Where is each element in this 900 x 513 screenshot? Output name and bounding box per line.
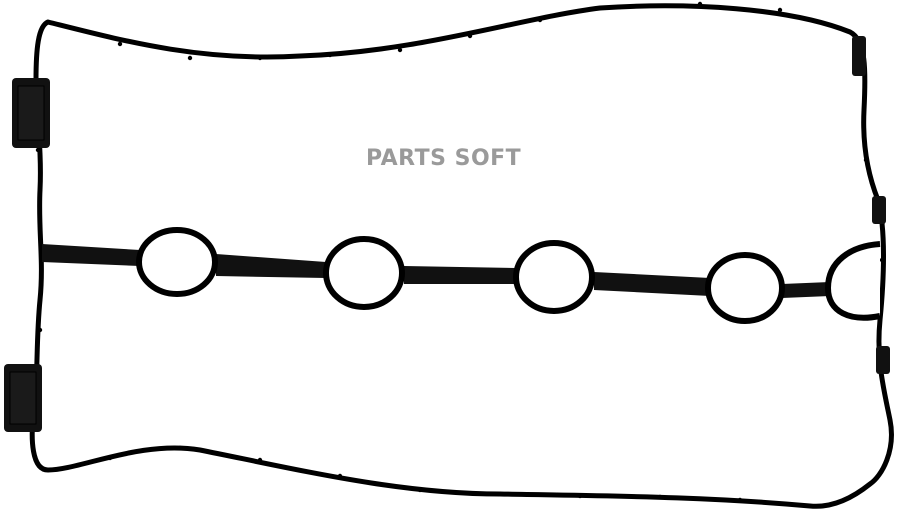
end-loop	[824, 241, 881, 321]
center-spine	[42, 244, 830, 298]
ring-2	[323, 236, 405, 310]
mounting-tab-upper	[12, 78, 50, 148]
bead-dots	[35, 1, 889, 503]
ring-4	[705, 252, 785, 324]
right-clips	[852, 36, 890, 374]
ring-3	[513, 240, 595, 314]
mounting-tab-lower	[4, 364, 42, 432]
watermark-text: PARTS SOFT	[366, 146, 522, 171]
spark-plug-rings	[136, 227, 785, 324]
gasket-outline	[29, 3, 894, 509]
ring-1	[136, 227, 218, 297]
